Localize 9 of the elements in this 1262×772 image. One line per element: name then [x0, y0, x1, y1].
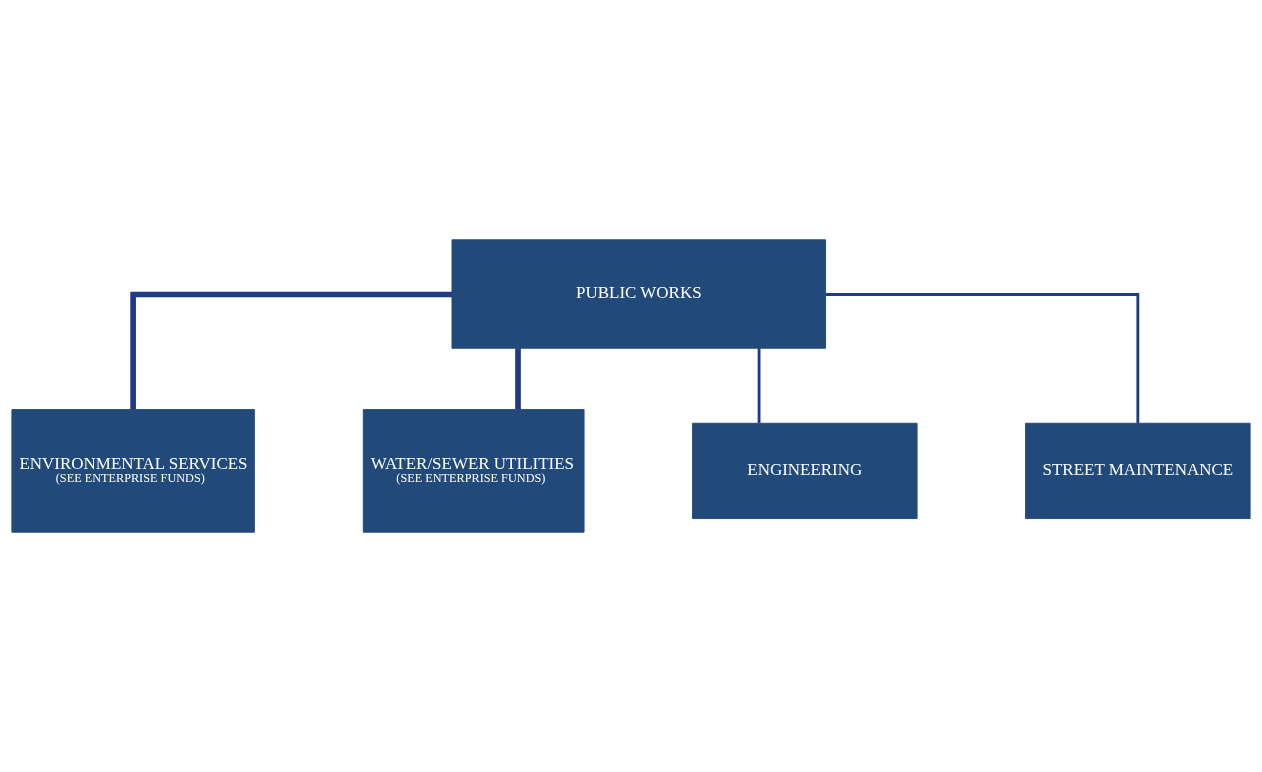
connector: [825, 293, 1140, 424]
node-box: ENVIRONMENTAL SERVICES (SEE ENTERPRISE FUNDS): [11, 409, 255, 533]
node-box: ENGINEERING: [692, 422, 918, 519]
connector: [130, 291, 452, 410]
node-box: STREET MAINTENANCE: [1025, 422, 1251, 519]
connector: [757, 348, 761, 424]
node-box: PUBLIC WORKS: [451, 239, 827, 349]
node-box: WATER/SEWER UTILITIES (SEE ENTERPRISE FUNDS): [362, 409, 585, 533]
connector: [515, 348, 521, 410]
